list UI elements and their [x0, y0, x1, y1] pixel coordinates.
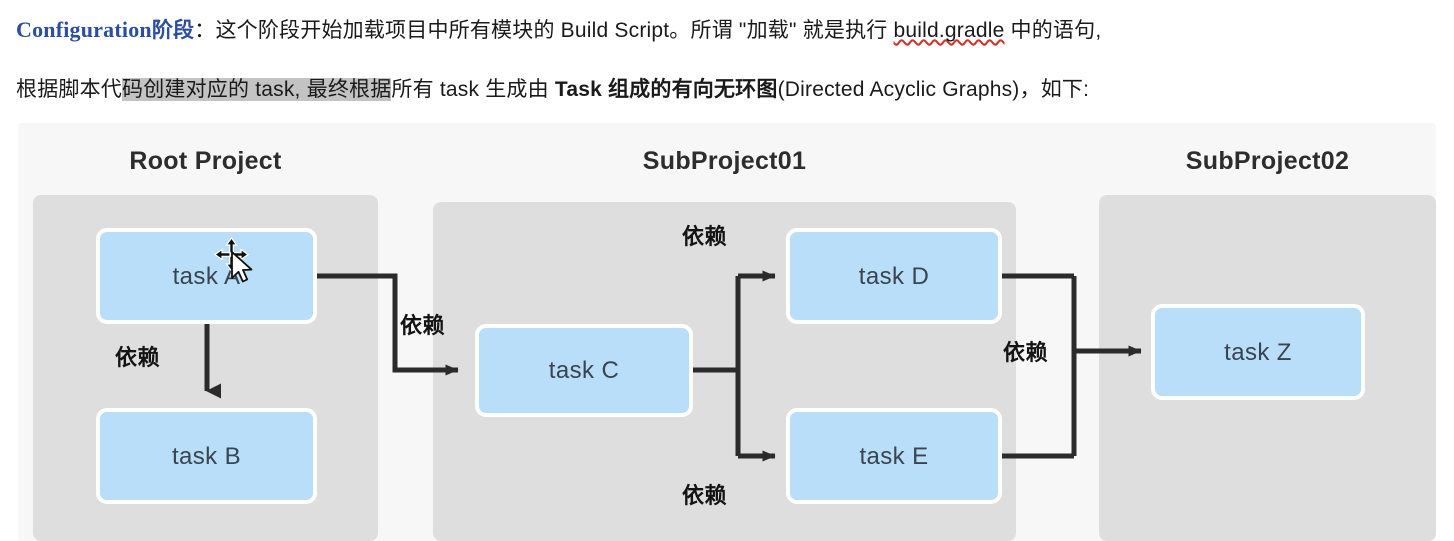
column-title-subproject01: SubProject01	[642, 147, 807, 175]
build-gradle-code: build.gradle	[893, 19, 1005, 42]
task-box-a[interactable]	[96, 228, 317, 324]
text-selection-highlight[interactable]: 码创建对应的 task, 最终根据	[122, 78, 392, 101]
article-paragraph: Configuration阶段：这个阶段开始加载项目中所有模块的 Build S…	[0, 0, 1454, 123]
edge-a-to-c	[315, 273, 459, 376]
connectors	[204, 270, 1142, 462]
paragraph-line-1: Configuration阶段：这个阶段开始加载项目中所有模块的 Build S…	[16, 0, 1438, 60]
task-box-b[interactable]	[96, 408, 317, 504]
configuration-keyword: Configuration	[16, 17, 152, 42]
task-label-b: task B	[171, 443, 242, 470]
edge-label-c-to-d: 依赖	[682, 224, 728, 249]
task-dag-diagram: Root Project SubProject01 SubProject02 t…	[18, 123, 1436, 541]
task-label-c: task C	[548, 357, 620, 384]
configuration-keyword-cn: 阶段	[151, 19, 195, 42]
task-box-c[interactable]	[475, 324, 693, 417]
edge-label-de-to-z: 依赖	[1003, 340, 1049, 365]
line1-text-b: 中的语句,	[1004, 19, 1102, 42]
line2-text-c: (Directed Acyclic Graphs)，如下:	[777, 78, 1090, 101]
paragraph-line-2: 根据脚本代码创建对应的 task, 最终根据所有 task 生成由 Task 组…	[16, 60, 1438, 123]
edge-label-c-to-e: 依赖	[682, 483, 728, 508]
task-label-d: task D	[858, 263, 930, 290]
task-label-a: task A	[172, 263, 241, 290]
task-dag-bold-text: Task 组成的有向无环图	[554, 78, 778, 101]
line2-text-b: 所有 task 生成由	[391, 78, 555, 101]
edge-label-a-to-c: 依赖	[400, 313, 446, 338]
task-box-z[interactable]	[1151, 304, 1365, 400]
task-box-d[interactable]	[786, 228, 1002, 324]
line2-text-a: 根据脚本代	[16, 78, 122, 101]
task-label-e: task E	[859, 443, 929, 470]
line1-text-a: ：这个阶段开始加载项目中所有模块的 Build Script。所谓 "加载" 就…	[194, 19, 894, 42]
task-box-e[interactable]	[786, 408, 1002, 504]
task-boxes	[96, 228, 1365, 504]
task-label-z: task Z	[1224, 339, 1292, 366]
diagram-canvas	[33, 195, 1436, 541]
edge-label-a-to-b: 依赖	[115, 345, 161, 370]
column-title-root-project: Root Project	[129, 147, 282, 175]
column-title-subproject02: SubProject02	[1185, 147, 1350, 175]
